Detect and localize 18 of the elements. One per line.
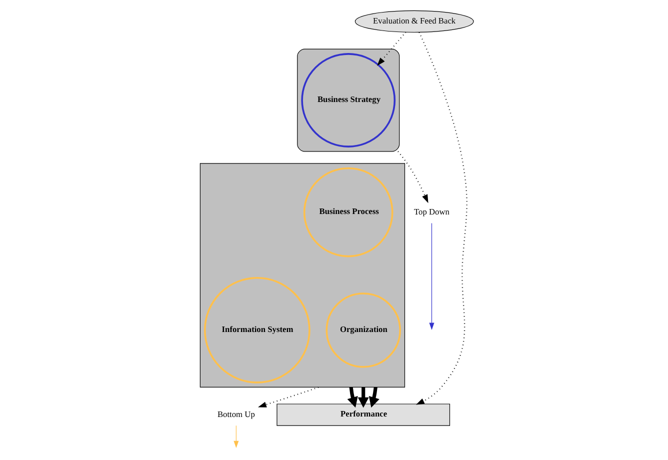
arrow (257, 386, 318, 408)
arrow (428, 222, 434, 330)
node-ellipse: Evaluation & Feed Back (354, 10, 474, 33)
arrow (376, 32, 406, 66)
arrow (346, 387, 358, 408)
node-circle: Business Process (302, 167, 393, 258)
arrow (397, 151, 428, 204)
cluster (199, 163, 405, 388)
node-text: Top Down (413, 207, 449, 216)
arrow (233, 425, 238, 448)
node-circle: Business Strategy (300, 53, 396, 148)
arrow (357, 387, 368, 408)
node-box: Performance (276, 404, 450, 426)
node-circle: Information System (203, 276, 310, 384)
arrow (368, 387, 379, 408)
node-circle: Organization (325, 292, 400, 368)
arrow (415, 32, 467, 405)
node-text: Bottom Up (216, 410, 254, 420)
